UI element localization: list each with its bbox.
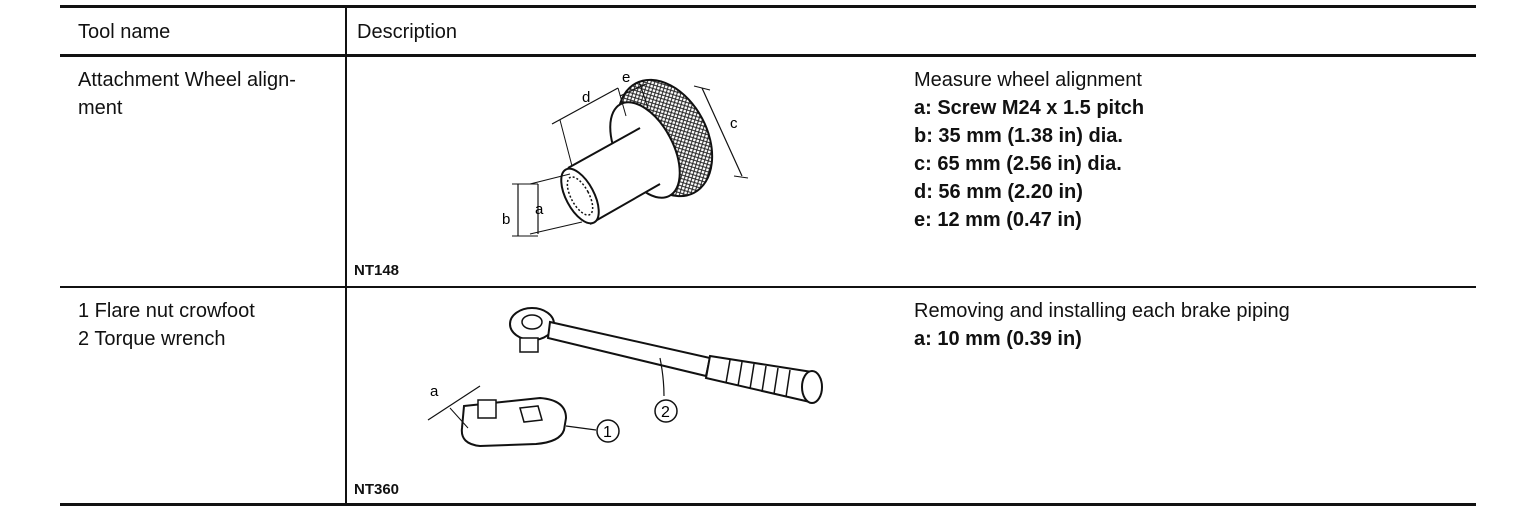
spec-line: c: 65 mm (2.56 in) dia. — [914, 153, 1122, 175]
header-tool-name: Tool name — [78, 21, 171, 43]
tool-name-line: ment — [78, 97, 123, 119]
dimension-label-e: e — [622, 69, 630, 86]
description-cell: Measure wheel alignment a: Screw M24 x 1… — [914, 66, 1144, 234]
crowfoot-torque-wrench-illustration: 2 a 1 — [427, 307, 823, 448]
tool-name-cell: 1 Flare nut crowfoot 2 Torque wrench — [78, 297, 255, 353]
dimension-label-a: a — [430, 383, 439, 400]
description-cell: Removing and installing each brake pipin… — [914, 297, 1290, 353]
dimension-label-d: d — [582, 89, 590, 106]
figure-code: NT148 — [354, 262, 400, 279]
spec-line: b: 35 mm (1.38 in) dia. — [914, 125, 1123, 147]
dimension-label-b: b — [502, 211, 510, 228]
tool-name-line: Attachment Wheel align- — [78, 69, 296, 91]
table-bottom-rule — [60, 503, 1476, 506]
wheel-alignment-attachment-illustration: a b c d e — [502, 69, 749, 237]
header-bottom-rule — [60, 54, 1476, 57]
column-divider — [345, 5, 347, 506]
callout-number-1: 1 — [603, 424, 612, 441]
description-title: Measure wheel alignment — [914, 69, 1142, 91]
spec-line: a: 10 mm (0.39 in) — [914, 328, 1082, 350]
header-description: Description — [357, 21, 458, 43]
tool-name-line: 1 Flare nut crowfoot — [78, 300, 255, 322]
figure-code: NT360 — [354, 481, 400, 498]
tool-name-cell: Attachment Wheel align- ment — [78, 66, 296, 122]
table-top-rule — [60, 5, 1476, 8]
dimension-label-a: a — [535, 201, 544, 218]
description-title: Removing and installing each brake pipin… — [914, 300, 1290, 322]
callout-number-2: 2 — [661, 404, 670, 421]
spec-line: d: 56 mm (2.20 in) — [914, 181, 1083, 203]
spec-line: e: 12 mm (0.47 in) — [914, 209, 1082, 231]
spec-line: a: Screw M24 x 1.5 pitch — [914, 97, 1145, 119]
dimension-label-c: c — [730, 115, 738, 132]
tool-name-line: 2 Torque wrench — [78, 328, 226, 350]
row-divider — [60, 286, 1476, 288]
